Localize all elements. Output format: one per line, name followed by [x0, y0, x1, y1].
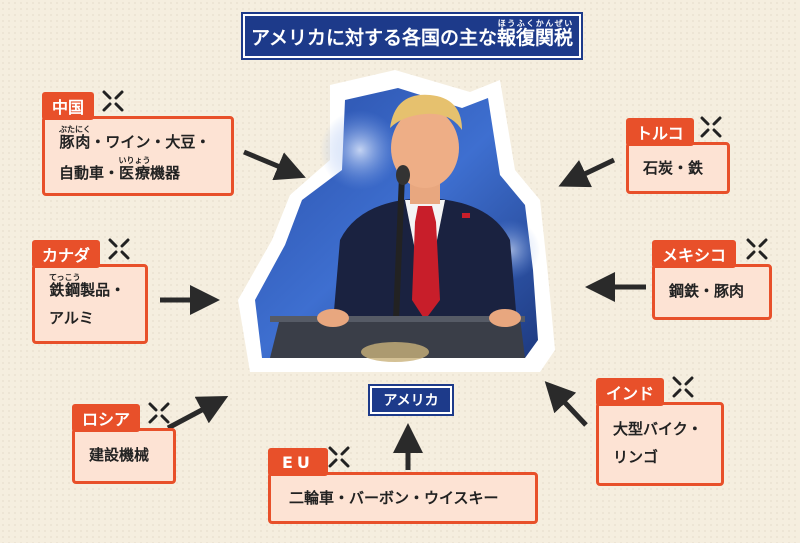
- tariff-items-box: 建設機械: [72, 428, 176, 484]
- arrow-icon: [558, 157, 616, 188]
- arrow-icon: [166, 395, 229, 431]
- country-tag: ロシア: [72, 404, 141, 432]
- tariff-items-box: 鉄鋼てっこう製品・ アルミ: [32, 264, 148, 344]
- country-tag: 中国: [42, 92, 95, 120]
- items-line: 自動車・医療いりょう機器: [59, 156, 181, 182]
- tariff-items-box: 鋼鉄・豚肉: [652, 264, 772, 320]
- items-line: 石炭・鉄: [643, 159, 704, 177]
- title-prefix: アメリカに対する各国の主な: [250, 27, 498, 49]
- items-line: 建設機械: [89, 446, 150, 464]
- country-tag: インド: [596, 378, 665, 406]
- arrow-icon: [544, 381, 588, 427]
- items-line: 鉄鋼てっこう製品・: [49, 273, 126, 299]
- country-tag: カナダ: [32, 240, 101, 268]
- anger-mark-icon: [328, 446, 350, 468]
- items-line: リンゴ: [613, 448, 659, 466]
- anger-mark-icon: [700, 116, 722, 138]
- anger-mark-icon: [672, 376, 694, 398]
- page-title: アメリカに対する各国の主な報復関税ほうふくかんぜい: [243, 14, 581, 58]
- usa-label: アメリカ: [370, 386, 452, 414]
- anger-mark-icon: [108, 238, 130, 260]
- anger-mark-icon: [102, 90, 124, 112]
- title-ruby: 報復関税ほうふくかんぜい: [497, 19, 574, 49]
- country-tag: トルコ: [626, 118, 694, 146]
- country-tag: メキシコ: [652, 240, 737, 268]
- tariff-items-box: 二輪車・バーボン・ウイスキー: [268, 472, 538, 524]
- anger-mark-icon: [148, 402, 170, 424]
- tariff-items-box: 石炭・鉄: [626, 142, 730, 194]
- tariff-items-box: 大型バイク・ リンゴ: [596, 402, 724, 486]
- arrow-icon: [243, 149, 306, 181]
- items-line: 大型バイク・: [613, 420, 703, 438]
- items-line: 豚肉ぶたにく・ワイン・大豆・: [59, 125, 211, 151]
- tariff-items-box: 豚肉ぶたにく・ワイン・大豆・ 自動車・医療いりょう機器: [42, 116, 234, 196]
- items-line: 鋼鉄・豚肉: [669, 282, 745, 300]
- country-tag: EU: [268, 448, 328, 476]
- items-line: 二輪車・バーボン・ウイスキー: [289, 489, 499, 507]
- anger-mark-icon: [746, 238, 768, 260]
- items-line: アルミ: [49, 309, 94, 327]
